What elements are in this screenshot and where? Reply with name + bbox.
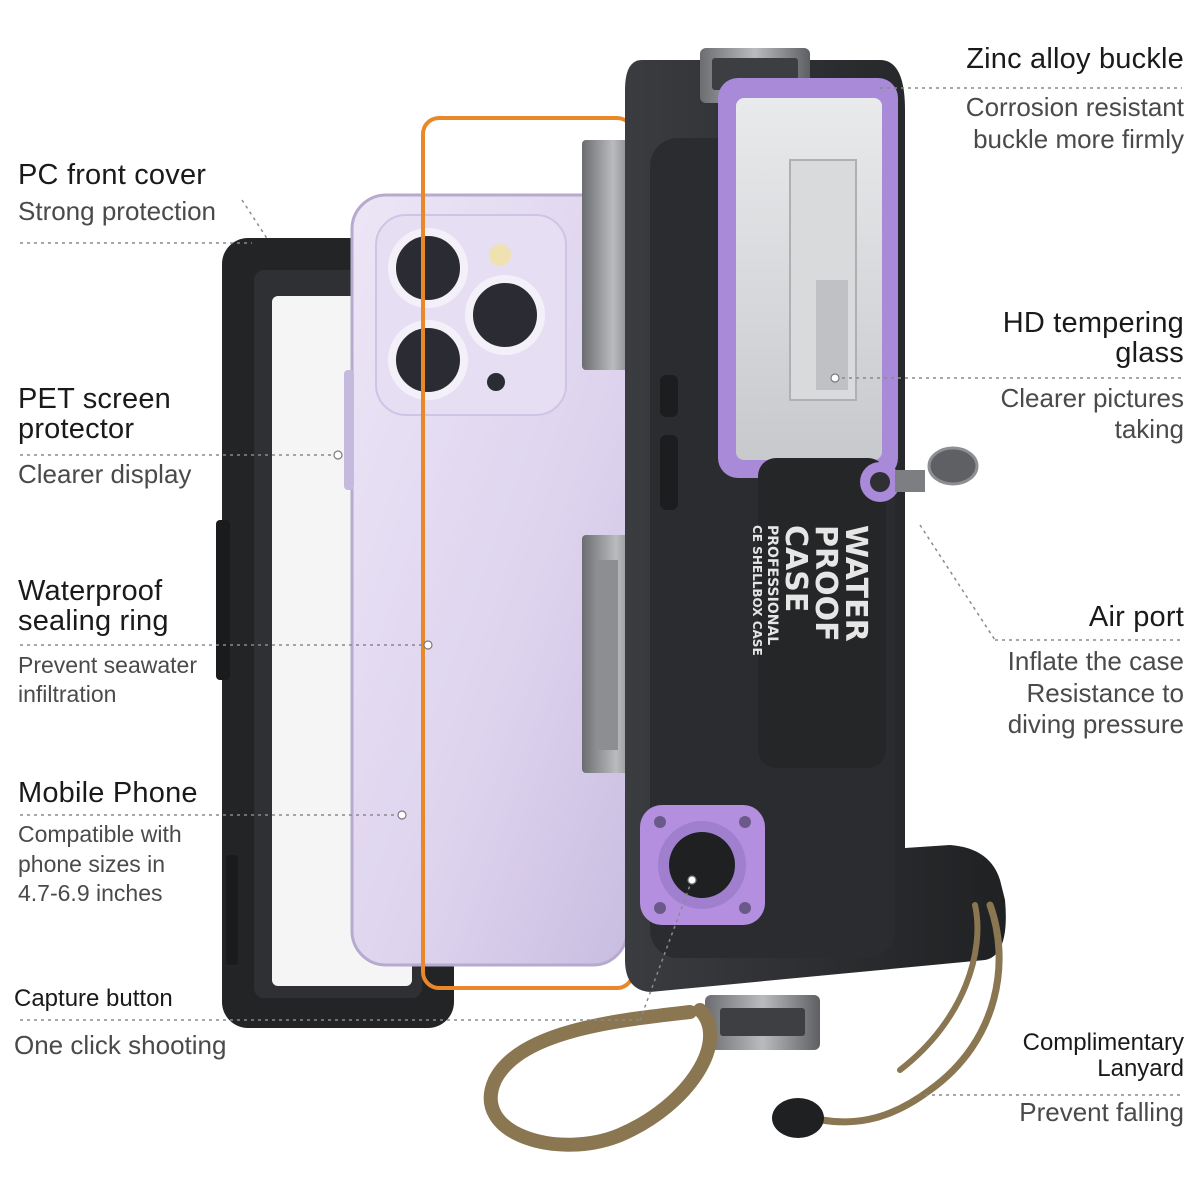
callout-lanyard: Complimentary Lanyard Prevent falling bbox=[1019, 1029, 1184, 1128]
callout-title: glass bbox=[1115, 337, 1184, 370]
callout-title: Mobile Phone bbox=[18, 777, 198, 809]
callout-desc: buckle more firmly bbox=[973, 123, 1184, 154]
callout-pet-screen: PET screen protector Clearer display bbox=[18, 384, 191, 490]
callout-desc: Inflate the case bbox=[1007, 646, 1184, 677]
case-print-proof: PROOF bbox=[808, 525, 843, 642]
callout-desc: Clearer display bbox=[18, 458, 192, 489]
callout-pc-front-cover: PC front cover Strong protection bbox=[18, 160, 216, 228]
callout-desc: Corrosion resistant bbox=[965, 92, 1184, 123]
callout-title: sealing ring bbox=[18, 605, 169, 638]
callout-desc: One click shooting bbox=[14, 1030, 227, 1061]
callout-title: PC front cover bbox=[18, 159, 207, 191]
callout-zinc-buckle: Zinc alloy buckle Corrosion resistant bu… bbox=[966, 44, 1184, 155]
callout-air-port: Air port Inflate the case Resistance to … bbox=[1008, 602, 1184, 740]
lanyard bbox=[483, 901, 1003, 1152]
callout-title: Waterproof bbox=[18, 575, 163, 607]
callout-title: PET screen bbox=[18, 383, 171, 415]
callout-desc: Compatible with bbox=[18, 821, 182, 848]
leader-lines bbox=[20, 87, 1182, 1096]
callout-desc: diving pressure bbox=[1007, 708, 1184, 739]
case-print-brand: CE SHELLBOX CASE bbox=[750, 525, 764, 656]
callout-desc: Resistance to bbox=[1026, 677, 1184, 708]
bottom-buckle bbox=[705, 995, 820, 1050]
camera-lens-icon bbox=[388, 320, 468, 400]
callout-title: Air port bbox=[1088, 601, 1184, 633]
callout-desc: phone sizes in bbox=[18, 850, 166, 877]
callout-title: Complimentary bbox=[1022, 1029, 1184, 1056]
case-print-water: WATER bbox=[838, 525, 873, 642]
callout-desc: Clearer pictures bbox=[1000, 382, 1184, 413]
callout-title: protector bbox=[18, 413, 135, 446]
callout-title: Capture button bbox=[14, 985, 173, 1012]
case-print-case: CASE bbox=[778, 525, 813, 613]
case-print: WATER PROOF CASE PROFESSIONAL CE SHELLBO… bbox=[750, 525, 873, 755]
air-port-valve bbox=[860, 446, 979, 502]
flash-icon bbox=[489, 244, 511, 266]
callout-desc: Strong protection bbox=[18, 196, 217, 227]
callout-hd-glass: HD tempering glass Clearer pictures taki… bbox=[1000, 308, 1184, 445]
callout-desc: taking bbox=[1114, 414, 1184, 445]
case-label-panel bbox=[758, 458, 886, 768]
camera-lens-icon bbox=[465, 275, 545, 355]
callout-mobile-phone: Mobile Phone Compatible with phone sizes… bbox=[18, 778, 198, 909]
callout-sealing-ring: Waterproof sealing ring Prevent seawater… bbox=[18, 576, 197, 710]
callout-desc: Prevent seawater bbox=[18, 651, 197, 678]
callout-desc: 4.7-6.9 inches bbox=[18, 880, 163, 907]
callout-desc: Prevent falling bbox=[1019, 1096, 1184, 1127]
callout-title: Zinc alloy buckle bbox=[966, 43, 1184, 75]
callout-title: HD tempering bbox=[1002, 307, 1184, 339]
case-print-professional: PROFESSIONAL bbox=[764, 525, 780, 646]
callout-desc: infiltration bbox=[18, 681, 117, 708]
capture-button bbox=[640, 805, 765, 925]
camera-lens-icon bbox=[388, 228, 468, 308]
hd-tempering-glass bbox=[718, 78, 898, 478]
callout-capture-button: Capture button One click shooting bbox=[14, 985, 227, 1062]
callout-title: Lanyard bbox=[1097, 1055, 1184, 1083]
lanyard-stopper bbox=[772, 1098, 824, 1138]
